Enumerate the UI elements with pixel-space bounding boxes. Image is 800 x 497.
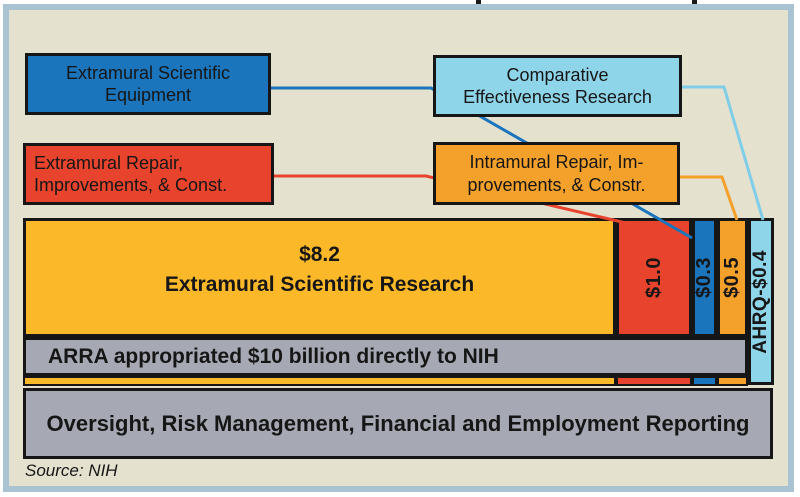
cropped-title-remnant xyxy=(692,0,697,4)
bar-segment-equipment-label: $0.3 xyxy=(693,257,715,298)
bar-segment-intramural-label: $0.5 xyxy=(721,257,743,298)
source-note: Source: NIH xyxy=(25,461,118,480)
arra-total-text: ARRA appropriated $10 billion directly t… xyxy=(48,344,499,368)
bar-segment-ahrq: AHRQ-$0.4 xyxy=(748,218,774,385)
callout-extramural-equipment: Extramural Scientific Equipment xyxy=(25,53,271,115)
callout-comparative-line2: Effectiveness Research xyxy=(463,87,652,107)
arra-total-bar: ARRA appropriated $10 billion directly t… xyxy=(23,337,748,376)
bar-segment-ahrq-label: AHRQ-$0.4 xyxy=(750,249,771,354)
strip-red xyxy=(616,376,692,386)
bar-segment-repair-label: $1.0 xyxy=(642,257,665,298)
callout-extramural-repair-line1: Extramural Repair, xyxy=(34,152,184,173)
callout-extramural-equipment-line1: Extramural Scientific xyxy=(65,62,231,83)
bar-segment-equipment: $0.3 xyxy=(692,218,717,337)
callout-intramural-repair: Intramural Repair, Im- provements, & Con… xyxy=(433,142,680,205)
callout-intramural-line1: Intramural Repair, Im- xyxy=(469,152,644,172)
callout-comparative-effectiveness: Comparative Effectiveness Research xyxy=(433,55,682,117)
oversight-text: Oversight, Risk Management, Financial an… xyxy=(46,410,750,436)
callout-comparative-line1: Comparative xyxy=(506,64,609,85)
bar-segment-intramural: $0.5 xyxy=(717,218,748,337)
label-extramural-research: Extramural Scientific Research xyxy=(164,272,475,296)
bar-segment-extramural-research-label: $8.2 Extramural Scientific Research xyxy=(26,240,613,315)
callout-extramural-repair-line2: Improvements, & Const. xyxy=(34,175,228,195)
strip-yellow xyxy=(23,376,616,386)
bar-segment-extramural-research: $8.2 Extramural Scientific Research xyxy=(23,218,616,337)
callout-extramural-equipment-line2: Equipment xyxy=(104,85,192,105)
amount-extramural-research: $8.2 xyxy=(299,243,340,267)
callout-intramural-line2: provements, & Constr. xyxy=(467,174,646,195)
bar-segment-repair: $1.0 xyxy=(616,218,692,337)
callout-extramural-repair: Extramural Repair, Improvements, & Const… xyxy=(23,143,274,205)
cropped-title-remnant xyxy=(476,0,481,4)
strip-blue xyxy=(692,376,717,386)
oversight-bar: Oversight, Risk Management, Financial an… xyxy=(23,388,773,459)
strip-orange xyxy=(717,376,748,386)
